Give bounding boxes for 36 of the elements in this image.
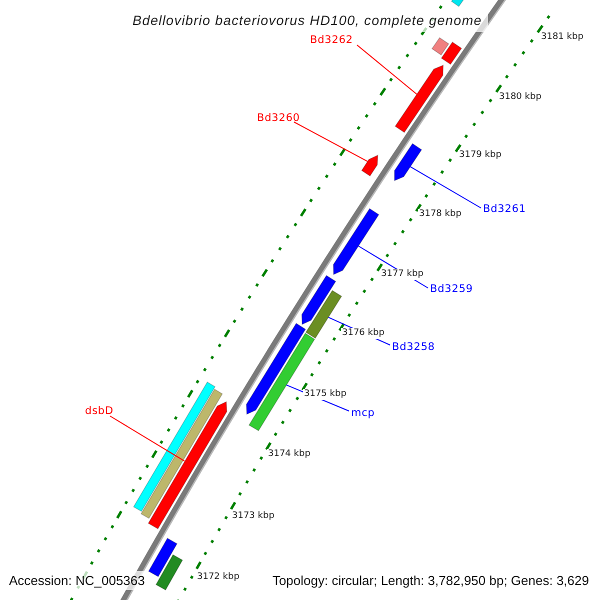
leader-line — [110, 416, 185, 462]
gene-label: mcp — [351, 407, 375, 419]
gene-segment — [305, 290, 342, 339]
tick-label: 3181 kbp — [540, 32, 584, 43]
gene-segment — [361, 154, 378, 177]
tick-label: 3179 kbp — [458, 150, 502, 161]
gene-label: dsbD — [85, 405, 114, 417]
gene-segment — [440, 42, 462, 65]
tick-label: 3174 kbp — [267, 449, 312, 460]
leader-line — [410, 166, 482, 208]
tick-label: 3180 kbp — [498, 92, 542, 103]
gene-segment — [148, 401, 228, 530]
genome-summary: Topology: circular; Length: 3,782,950 bp; Genes: 3,629 — [271, 572, 590, 590]
gene-label: Bd3260 — [257, 112, 300, 124]
tick-label: 3176 kbp — [341, 328, 386, 339]
tick-label: 3173 kbp — [231, 511, 276, 522]
gene-segment — [431, 37, 450, 56]
gene-label: Bd3258 — [392, 341, 435, 353]
gene-label: Bd3261 — [483, 203, 526, 215]
gene-segment — [140, 388, 223, 519]
gene-segment — [148, 538, 178, 578]
gene-segment — [155, 554, 184, 591]
gene-segment — [394, 64, 444, 133]
gene-segment — [394, 143, 422, 182]
gene-segment — [301, 274, 336, 326]
leader-line — [294, 122, 368, 162]
gene-segment — [133, 382, 216, 512]
tick-label: 3175 kbp — [303, 389, 348, 400]
gene-label: Bd3259 — [430, 283, 473, 295]
tick-label: 3178 kbp — [418, 209, 462, 220]
tick-label: 3172 kbp — [196, 572, 240, 583]
gene-segment — [246, 322, 306, 415]
gene-segment — [333, 208, 380, 276]
gene-label: Bd3262 — [310, 34, 353, 46]
tick-label: 3177 kbp — [380, 269, 424, 280]
leader-line — [356, 44, 418, 95]
